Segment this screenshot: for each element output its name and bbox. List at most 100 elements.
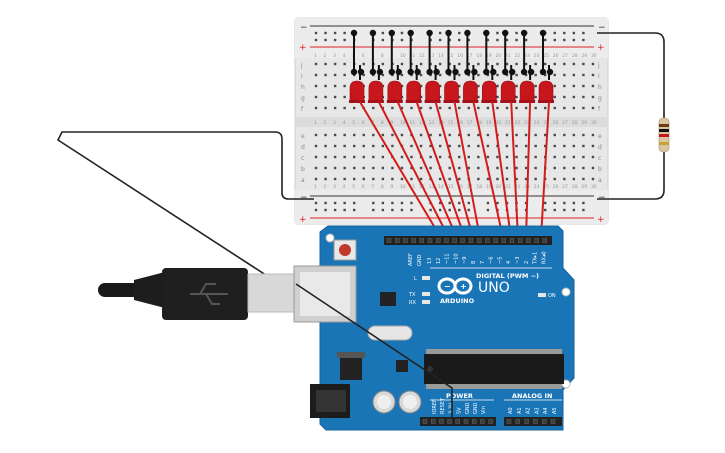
breadboard-hole[interactable] [458,73,461,77]
breadboard-hole[interactable] [372,106,375,110]
breadboard-hole[interactable] [477,166,480,170]
breadboard-hole[interactable] [467,166,470,170]
rail-hole[interactable] [438,201,442,205]
rail-hole[interactable] [410,201,413,205]
breadboard-hole[interactable] [496,177,499,181]
red-led[interactable] [405,29,422,103]
header-pin[interactable] [501,238,506,243]
breadboard-hole[interactable] [572,155,576,159]
header-pin[interactable] [468,238,474,243]
breadboard-hole[interactable] [381,155,385,159]
breadboard-hole[interactable] [353,106,356,110]
breadboard-hole[interactable] [324,73,327,77]
rail-hole[interactable] [563,38,566,42]
breadboard-hole[interactable] [582,166,585,170]
breadboard-hole[interactable] [486,62,490,66]
breadboard-hole[interactable] [400,62,404,66]
breadboard-hole[interactable] [563,177,566,181]
breadboard-hole[interactable] [496,73,499,77]
breadboard-hole[interactable] [553,144,556,148]
breadboard-hole[interactable] [343,73,346,77]
breadboard-hole[interactable] [486,155,490,159]
breadboard-hole[interactable] [372,155,375,159]
breadboard-hole[interactable] [534,62,537,66]
breadboard-hole[interactable] [391,166,394,170]
breadboard-hole[interactable] [362,133,365,137]
breadboard-hole[interactable] [438,84,442,88]
header-pin[interactable] [526,238,531,243]
breadboard-hole[interactable] [333,106,337,110]
breadboard-hole[interactable] [419,84,423,88]
breadboard-hole[interactable] [477,144,480,148]
breadboard-hole[interactable] [314,84,318,88]
rail-hole[interactable] [324,38,327,42]
rail-hole[interactable] [524,38,528,42]
breadboard-hole[interactable] [353,133,356,137]
breadboard-hole[interactable] [515,106,518,110]
header-pin[interactable] [509,238,515,243]
breadboard-hole[interactable] [333,95,337,99]
led-array[interactable] [349,29,554,103]
breadboard-hole[interactable] [524,62,528,66]
breadboard-hole[interactable] [477,155,480,159]
breadboard-hole[interactable] [391,144,394,148]
rail-hole[interactable] [553,31,556,35]
rail-hole[interactable] [400,31,404,35]
usb-cable[interactable] [98,268,301,320]
rail-hole[interactable] [353,208,356,212]
red-led[interactable] [367,29,384,103]
breadboard-hole[interactable] [400,166,404,170]
header-pin[interactable] [411,238,416,243]
breadboard-hole[interactable] [314,144,318,148]
rail-hole[interactable] [314,31,318,35]
breadboard-hole[interactable] [477,84,480,88]
breadboard-hole[interactable] [419,133,423,137]
rail-hole[interactable] [400,38,404,42]
rail-hole[interactable] [381,38,385,42]
breadboard-hole[interactable] [544,144,547,148]
breadboard-hole[interactable] [572,62,576,66]
breadboard-hole[interactable] [591,106,595,110]
red-led[interactable] [443,29,460,103]
breadboard-hole[interactable] [572,106,576,110]
breadboard-hole[interactable] [458,133,461,137]
rail-hole[interactable] [496,31,499,35]
breadboard-hole[interactable] [572,84,576,88]
breadboard-hole[interactable] [591,177,595,181]
breadboard-hole[interactable] [544,62,547,66]
breadboard-hole[interactable] [333,84,337,88]
breadboard-hole[interactable] [458,95,461,99]
breadboard-hole[interactable] [381,177,385,181]
breadboard-hole[interactable] [343,62,346,66]
breadboard-hole[interactable] [458,177,461,181]
rail-hole[interactable] [400,201,404,205]
breadboard-hole[interactable] [477,106,480,110]
reset-button-cap[interactable] [339,244,351,256]
breadboard-hole[interactable] [362,62,365,66]
breadboard-hole[interactable] [343,166,346,170]
breadboard-hole[interactable] [448,144,451,148]
breadboard-hole[interactable] [505,177,509,181]
breadboard-hole[interactable] [410,177,413,181]
rail-hole[interactable] [486,201,490,205]
header-pin[interactable] [488,419,493,424]
breadboard-hole[interactable] [362,155,365,159]
rail-hole[interactable] [496,201,499,205]
breadboard-hole[interactable] [496,106,499,110]
rail-hole[interactable] [343,38,346,42]
rail-hole[interactable] [467,208,470,212]
rail-hole[interactable] [429,208,432,212]
rail-hole[interactable] [572,31,576,35]
breadboard-hole[interactable] [314,95,318,99]
rail-hole[interactable] [563,208,566,212]
breadboard-hole[interactable] [333,62,337,66]
header-pin[interactable] [386,238,392,243]
header-pin[interactable] [452,238,457,243]
breadboard-hole[interactable] [467,155,470,159]
breadboard-hole[interactable] [372,144,375,148]
rail-hole[interactable] [343,31,346,35]
breadboard-hole[interactable] [553,166,556,170]
breadboard-hole[interactable] [372,177,375,181]
breadboard-hole[interactable] [438,144,442,148]
